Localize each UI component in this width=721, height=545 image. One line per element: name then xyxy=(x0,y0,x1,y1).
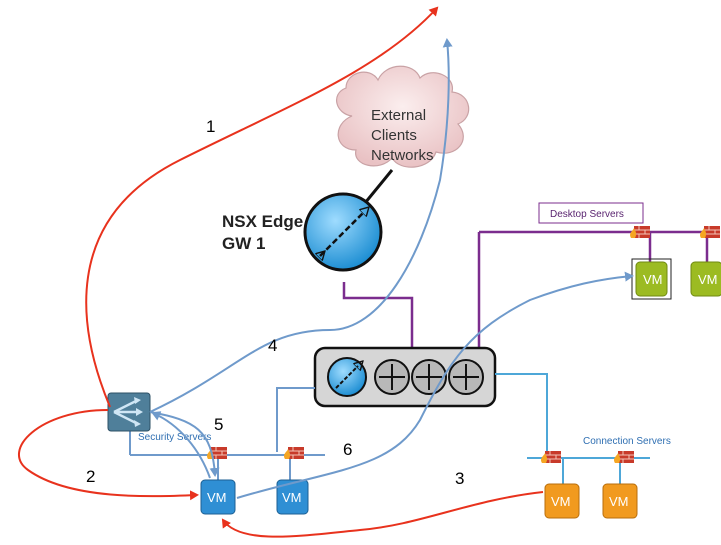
flow-number-2: 2 xyxy=(86,467,95,486)
router-icon-3 xyxy=(448,359,484,395)
flow-2-path xyxy=(17,409,199,501)
router-icon-1 xyxy=(374,359,410,395)
security-servers-label: Security Servers xyxy=(138,432,211,443)
edge-title-line1: NSX Edge xyxy=(222,212,303,231)
cloud-label-clients: Clients xyxy=(371,127,417,144)
blue-flows xyxy=(149,38,634,499)
firewall-icons xyxy=(207,226,720,463)
flow-3-path xyxy=(221,491,544,538)
connection-servers-label: Connection Servers xyxy=(583,436,671,447)
vm-desktop-1: VM xyxy=(631,258,672,300)
vm-connection-1: VM xyxy=(544,483,580,519)
external-cloud: External Clients Networks xyxy=(336,65,470,168)
vm-security-1: VM xyxy=(200,479,236,515)
desktop-servers-label-box: Desktop Servers xyxy=(538,202,644,224)
vm-label: VM xyxy=(609,494,629,509)
flow-5-path xyxy=(149,411,220,477)
firewall-icon xyxy=(541,451,561,463)
vm-connection-2: VM xyxy=(602,483,638,519)
firewall-icon xyxy=(284,447,304,459)
desktop-servers-label: Desktop Servers xyxy=(550,209,624,220)
vm-label: VM xyxy=(643,272,663,287)
firewall-icon xyxy=(614,451,634,463)
firewall-icon xyxy=(700,226,720,238)
flow-number-5: 5 xyxy=(214,415,223,434)
edge-title-line2: GW 1 xyxy=(222,234,265,253)
vm-security-2: VM xyxy=(276,479,309,515)
cloud-label-external: External xyxy=(371,107,426,124)
load-balancer-icon xyxy=(107,392,151,432)
flow-number-1: 1 xyxy=(206,117,215,136)
edge-router-icon xyxy=(303,192,383,272)
logical-router-box xyxy=(313,346,497,408)
flow-4-path xyxy=(149,38,453,413)
flow-number-6: 6 xyxy=(343,440,352,459)
cloud-edge-link xyxy=(363,169,394,204)
red-flows xyxy=(17,6,544,538)
nsx-edge-gateway: NSX Edge GW 1 xyxy=(222,169,394,272)
vm-label: VM xyxy=(282,490,302,505)
vm-label: VM xyxy=(698,272,718,287)
cloud-label-networks: Networks xyxy=(371,147,434,164)
flow-5b-path xyxy=(151,411,211,479)
vm-label: VM xyxy=(207,490,227,505)
flow-1-path xyxy=(85,6,439,408)
router-icon-2 xyxy=(411,359,447,395)
flow-6-path xyxy=(236,271,634,499)
connection-network xyxy=(495,373,650,484)
firewall-icon xyxy=(630,226,650,238)
vm-label: VM xyxy=(551,494,571,509)
flow-number-3: 3 xyxy=(455,469,464,488)
flow-number-4: 4 xyxy=(268,336,277,355)
vm-desktop-2: VM xyxy=(690,261,721,297)
